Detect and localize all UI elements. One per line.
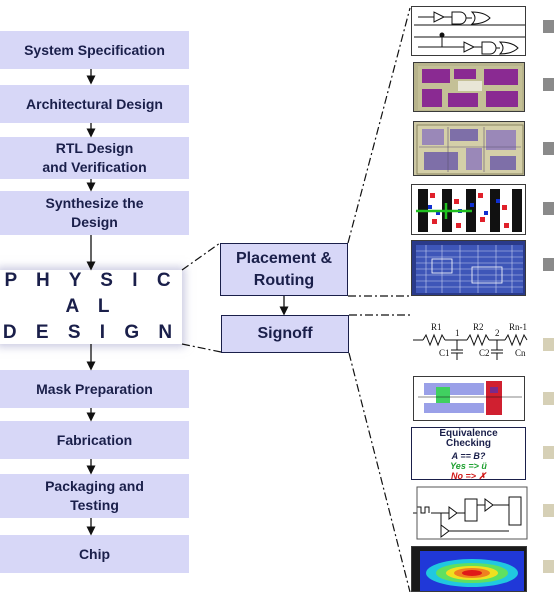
- equivalence-title: Equivalence Checking: [439, 428, 498, 449]
- rc-label-c1: C1: [439, 348, 450, 358]
- marker-square-6: [543, 338, 554, 351]
- thumbnail-routing: [411, 240, 526, 296]
- marker-square-3: [543, 142, 554, 155]
- heatmap-drawing: [420, 551, 524, 591]
- thumbnail-heatmap: [411, 546, 527, 592]
- dashdot-physical-to-signoff: [181, 343, 222, 353]
- marker-square-9: [543, 504, 554, 517]
- marker-square-5: [543, 258, 554, 271]
- rc-label-n2: 2: [495, 328, 500, 338]
- thumbnail-gate-schematic: [411, 6, 526, 56]
- thumbnail-timing-circuit: [411, 485, 529, 541]
- floorplan-drawing: [418, 66, 522, 110]
- equivalence-line-question: A == B?: [451, 451, 486, 461]
- physical-design-box: P H Y S I C A L D E S I G N: [0, 270, 182, 344]
- flow-box-packaging: Packaging and Testing: [0, 474, 189, 518]
- dashdot-physical-to-placement: [181, 242, 221, 271]
- drc-drawing: [418, 381, 522, 415]
- marker-square-4: [543, 202, 554, 215]
- flow-box-architectural-design: Architectural Design: [0, 85, 189, 123]
- rc-label-n1: 1: [455, 328, 460, 338]
- rc-label-r1: R1: [431, 322, 442, 332]
- timing-circuit-drawing: [413, 486, 528, 540]
- rc-label-rn: Rn-1: [509, 322, 527, 332]
- marker-square-10: [543, 560, 554, 573]
- marker-square-8: [543, 446, 554, 459]
- thumbnail-floorplan: [413, 62, 525, 112]
- dashdot-placement-top: [347, 7, 411, 244]
- dashdot-signoff-bottom: [348, 352, 411, 592]
- equivalence-line-yes: Yes => ü: [450, 461, 487, 471]
- rc-label-c2: C2: [479, 348, 490, 358]
- placement-routing-box: Placement & Routing: [220, 243, 348, 296]
- flow-box-rtl-design: RTL Design and Verification: [0, 137, 189, 179]
- thumbnail-rc-network: R1 R2 Rn-1 1 2 C1 C2 Cn: [411, 316, 531, 370]
- rc-label-r2: R2: [473, 322, 484, 332]
- placement-drawing: [416, 124, 524, 175]
- flow-box-synthesize: Synthesize the Design: [0, 191, 189, 235]
- clock-tree-drawing: [416, 189, 522, 232]
- equivalence-line-no: No => ✗: [450, 471, 487, 480]
- rc-network-drawing: R1 R2 Rn-1 1 2 C1 C2 Cn: [413, 322, 528, 360]
- thumbnail-drc: [413, 376, 525, 421]
- flow-box-mask-preparation: Mask Preparation: [0, 370, 189, 408]
- flow-box-system-specification: System Specification: [0, 31, 189, 69]
- marker-square-2: [543, 78, 554, 91]
- gate-schematic-drawing: [414, 11, 525, 55]
- rc-label-cn: Cn: [515, 348, 526, 358]
- thumbnail-placement: [413, 121, 525, 176]
- marker-square-1: [543, 20, 554, 33]
- flow-box-fabrication: Fabrication: [0, 421, 189, 459]
- flow-box-chip: Chip: [0, 535, 189, 573]
- marker-square-7: [543, 392, 554, 405]
- routing-drawing: [416, 245, 523, 293]
- thumbnail-clock-tree: [411, 184, 526, 235]
- thumbnail-equivalence: Equivalence Checking A == B? Yes => ü No…: [411, 427, 526, 480]
